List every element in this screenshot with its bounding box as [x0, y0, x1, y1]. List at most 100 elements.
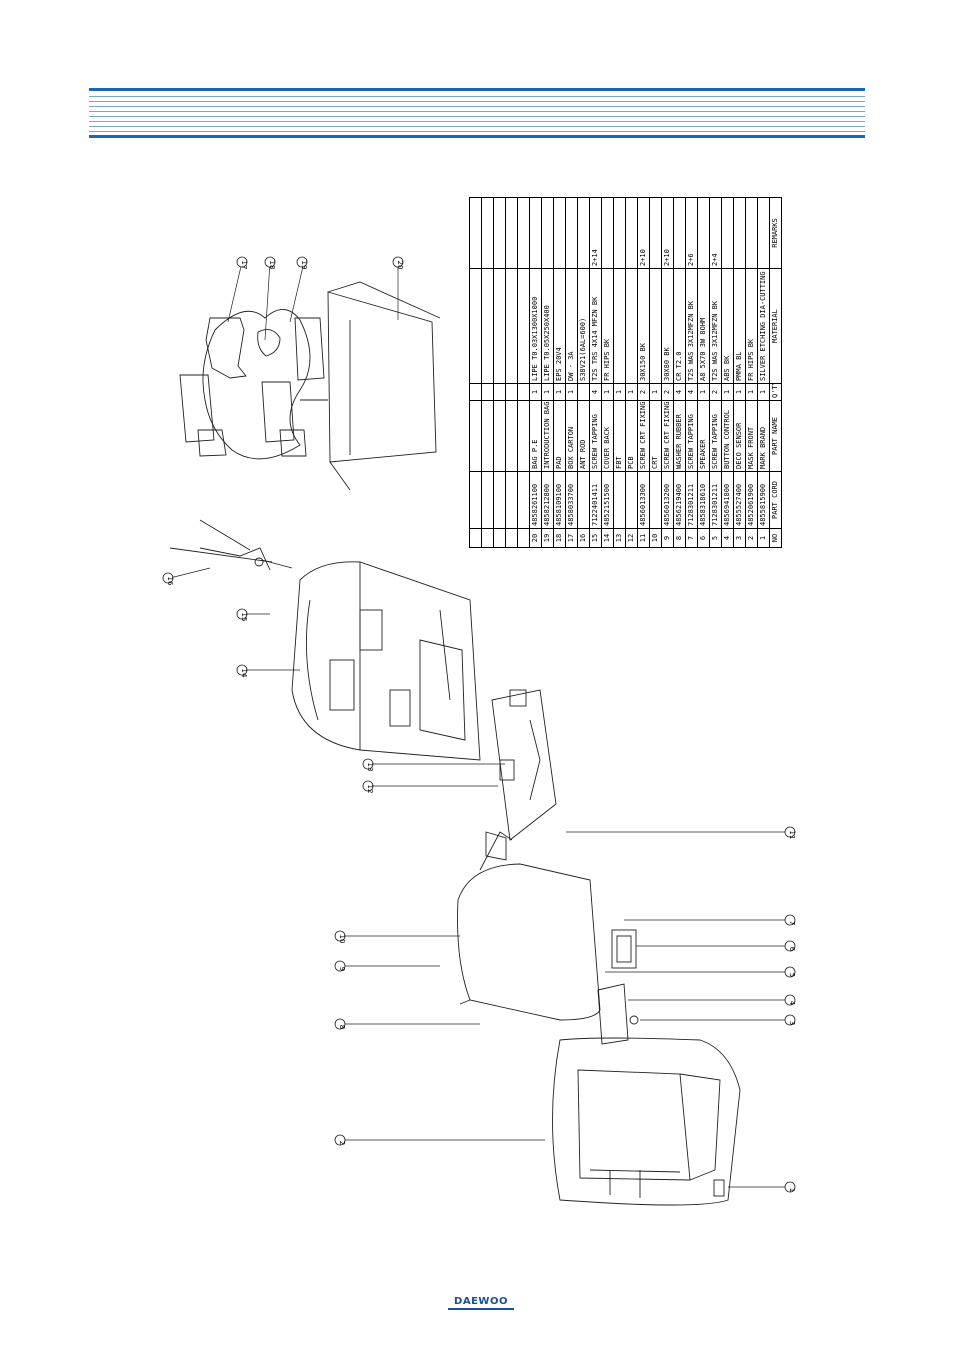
table-cell-qty: 1 — [529, 383, 542, 401]
table-cell-remarks — [577, 197, 590, 269]
table-cell-remarks — [541, 197, 554, 269]
table-cell-no: 8 — [673, 528, 686, 548]
blank-cell — [481, 268, 494, 384]
table-cell-material: T2S WAS 3X12MFZN BK — [709, 268, 722, 384]
callout-9 — [334, 960, 346, 972]
blank-row — [505, 197, 518, 548]
table-cell-qty: 2 — [709, 383, 722, 401]
brand-logo-underline — [448, 1308, 514, 1310]
callout-label-17: 17 — [240, 261, 248, 270]
table-cell-no: 7 — [685, 528, 698, 548]
table-cell-remarks — [757, 197, 770, 269]
blank-row — [517, 197, 530, 548]
blank-cell — [469, 471, 482, 529]
blank-cell — [493, 528, 506, 548]
callout-6 — [784, 940, 796, 952]
table-cell-no: 3 — [733, 528, 746, 548]
table-cell-no: 15 — [589, 528, 602, 548]
table-cell-name: ANT ROD — [577, 400, 590, 472]
table-cell-code: 4858212800 — [541, 471, 554, 529]
table-cell-name: FBT — [613, 400, 626, 472]
table-cell-name: PAD — [553, 400, 566, 472]
blank-cell — [481, 471, 494, 529]
table-cell-material: LIPE T0.05X250X400 — [541, 268, 554, 384]
table-cell-code: 7128301211 — [709, 471, 722, 529]
table-cell-qty: 2 — [637, 383, 650, 401]
table-cell-code: 4856013300 — [637, 471, 650, 529]
daewoo-logo: DAEWOO — [448, 1296, 514, 1310]
blank-cell — [505, 400, 518, 472]
blank-cell — [469, 197, 482, 269]
table-cell-remarks — [553, 197, 566, 269]
table-cell-qty: 1 — [697, 383, 710, 401]
table-cell-no: 5 — [709, 528, 722, 548]
blank-cell — [493, 383, 506, 401]
blank-cell — [517, 471, 530, 529]
callout-12 — [362, 780, 374, 792]
table-cell-remarks — [697, 197, 710, 269]
callout-label-15: 15 — [240, 613, 248, 622]
callout-5 — [784, 966, 796, 978]
callout-3 — [784, 1014, 796, 1026]
table-cell-qty: 4 — [589, 383, 602, 401]
table-cell-code — [613, 471, 626, 529]
blank-cell — [469, 268, 482, 384]
blank-cell — [481, 400, 494, 472]
callout-label-18: 18 — [268, 261, 276, 270]
table-cell-no: 4 — [721, 528, 734, 548]
callout-label-10: 10 — [338, 935, 346, 944]
callout-label-14: 14 — [240, 669, 248, 678]
antenna-rod — [169, 519, 293, 571]
table-cell-no: 10 — [649, 528, 662, 548]
column-header-code: PART CORD — [769, 471, 782, 529]
table-cell-material: SILVER ETCHING DIA-CUTTING — [757, 268, 770, 384]
table-cell-qty: 4 — [685, 383, 698, 401]
table-cell-remarks — [721, 197, 734, 269]
crt-tube — [457, 831, 601, 1021]
table-cell-no: 6 — [697, 528, 710, 548]
table-cell-name: SCREW TAPPING — [709, 400, 722, 472]
blank-row — [493, 197, 506, 548]
table-cell-code: 4855527400 — [733, 471, 746, 529]
table-cell-name: SCREW TAPPING — [685, 400, 698, 472]
table-cell-material — [613, 268, 626, 384]
blank-cell — [481, 383, 494, 401]
brand-logo-text: DAEWOO — [454, 1296, 508, 1307]
table-cell-code — [649, 471, 662, 529]
callout-label-19: 19 — [300, 261, 308, 270]
table-cell-no: 1 — [757, 528, 770, 548]
column-header-qty: Q'TY — [769, 383, 782, 401]
blank-cell — [517, 268, 530, 384]
callout-label-8: 8 — [338, 1025, 346, 1029]
table-cell-remarks — [745, 197, 758, 269]
blank-cell — [493, 400, 506, 472]
callout-1 — [784, 1181, 796, 1193]
table-cell-remarks: 2+14 — [589, 197, 602, 269]
callout-labels: 1 2 3 4 5 6 7 8 9 10 11 12 13 14 15 16 1… — [166, 261, 796, 1193]
blank-cell — [469, 400, 482, 472]
blank-cell — [505, 528, 518, 548]
table-cell-remarks: 2+10 — [661, 197, 674, 269]
table-cell-material: 30X150 BK — [637, 268, 650, 384]
blank-cell — [517, 528, 530, 548]
table-cell-no: 19 — [541, 528, 554, 548]
table-cell-material: S38V21(6AL=600) — [577, 268, 590, 384]
table-cell-qty: 1 — [613, 383, 626, 401]
table-cell-remarks — [673, 197, 686, 269]
table-cell-remarks: 2+4 — [709, 197, 722, 269]
table-cell-remarks — [613, 197, 626, 269]
callout-label-11: 11 — [788, 831, 796, 840]
callout-label-12: 12 — [366, 785, 374, 794]
callout-15 — [236, 608, 248, 620]
table-cell-code: 7122401411 — [589, 471, 602, 529]
front-mask — [552, 1037, 741, 1206]
blank-row — [481, 197, 494, 548]
